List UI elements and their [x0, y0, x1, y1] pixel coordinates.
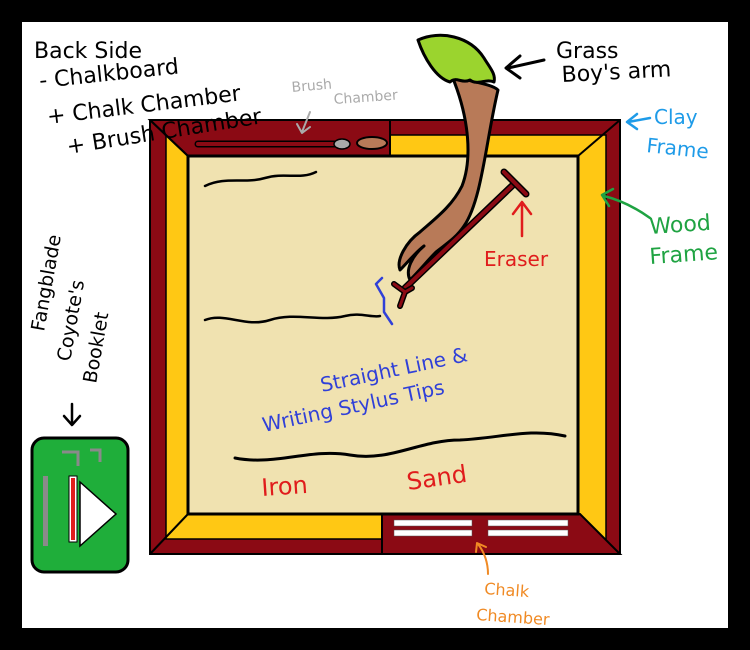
brush-chamber-label: Brush Chamber — [291, 77, 399, 108]
clay-frame-label: Clay Frame — [645, 105, 709, 163]
clay-frame-arrow-icon — [625, 112, 652, 131]
grass-arm-line: Boy's arm — [561, 57, 672, 88]
chalk-stick — [487, 529, 569, 537]
wood-frame-label: Wood Frame — [649, 211, 719, 270]
play-booklet-icon — [30, 436, 130, 574]
chalk-stick — [393, 519, 473, 527]
title-line: Back Side — [34, 39, 142, 64]
grass-arm-line: Grass — [556, 39, 619, 64]
chalk-scribble — [233, 431, 567, 462]
brush-bristle-gray — [333, 138, 351, 150]
chalk-stick — [487, 519, 569, 527]
down-arrow-icon — [62, 402, 82, 427]
brush-bristle — [356, 136, 388, 150]
wood-frame-arrow-icon — [600, 187, 652, 220]
brush-chamber-arrow-icon — [296, 111, 311, 134]
chalk-chamber-line: Chalk — [484, 579, 531, 601]
iron-label: Iron — [260, 471, 308, 502]
eraser-arrow-icon — [511, 200, 533, 238]
wood-frame-line: Wood — [649, 211, 712, 240]
grass-tuft — [416, 33, 496, 84]
brush-chamber-line: Chamber — [333, 88, 398, 108]
stylus-body-fill — [403, 182, 516, 290]
chalk-scribble — [203, 170, 318, 188]
clay-frame-line: Clay — [654, 105, 698, 129]
corner-line — [149, 119, 189, 157]
wood-frame-line: Frame — [649, 240, 719, 270]
chalk-scribble — [203, 313, 382, 324]
grass-boy-arm — [397, 74, 500, 282]
brush-chamber-line: Brush — [291, 77, 333, 96]
stylus-tip-fill — [392, 282, 414, 308]
corner-line — [577, 119, 621, 157]
stylus-bracket — [374, 276, 394, 326]
chalk-chamber-arrow-icon — [475, 542, 489, 575]
grass-arm-arrow-icon — [504, 54, 546, 80]
grass-arm-label: Grass Boy's arm — [556, 39, 672, 88]
chalk-stick — [393, 529, 473, 537]
corner-line — [149, 513, 189, 555]
eraser-label: Eraser — [484, 247, 549, 271]
eraser-head-fill — [502, 170, 528, 196]
